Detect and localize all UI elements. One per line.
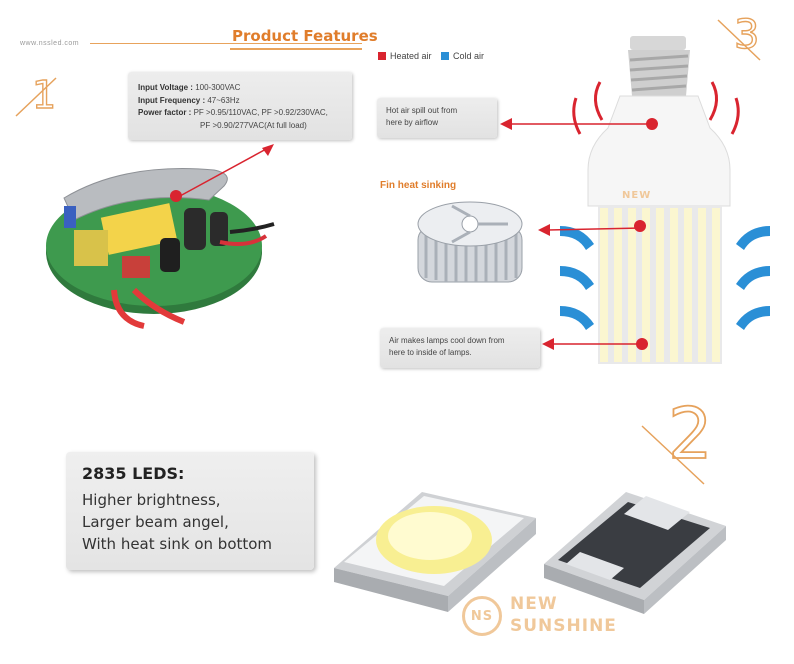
led-chip-back-image xyxy=(544,492,726,614)
brand-name-line1: NEW xyxy=(510,594,558,614)
step-three-icon: 3 xyxy=(717,11,761,61)
cool-air-arrow xyxy=(542,338,642,350)
pf-line1: PF >0.95/110VAC, PF >0.92/230VAC, xyxy=(193,108,328,117)
hot-air-arrow xyxy=(500,118,652,130)
step-three-digit: 3 xyxy=(734,12,759,58)
hot-air-line1: Hot air spill out from xyxy=(386,106,458,115)
leds-feature-box: 2835 LEDS: Higher brightness, Larger bea… xyxy=(66,452,314,570)
lamp-watermark: NEW xyxy=(622,190,652,201)
legend-cold: Cold air xyxy=(441,51,484,61)
hot-air-line2: here by airflow xyxy=(386,118,439,127)
header-underline xyxy=(230,48,362,50)
spec-pointer-arrow xyxy=(179,144,274,197)
page-title: Product Features xyxy=(232,27,378,45)
legend-cold-label: Cold air xyxy=(453,51,485,61)
site-url: www.nssled.com xyxy=(20,40,80,47)
step-one-digit: 1 xyxy=(32,73,56,117)
cool-air-callout: Air makes lamps cool down from here to i… xyxy=(380,328,540,368)
fin-heatsink-image xyxy=(417,201,523,283)
hot-air-callout: Hot air spill out from here by airflow xyxy=(377,98,497,138)
fin-heat-sinking-title: Fin heat sinking xyxy=(380,180,457,191)
legend-heated: Heated air xyxy=(378,51,432,61)
driver-board-image xyxy=(46,168,275,329)
brand-name-line2: SUNSHINE xyxy=(510,616,617,636)
step-two-digit: 2 xyxy=(668,393,713,475)
leds-line1: Higher brightness, xyxy=(82,491,221,509)
frequency-value: 47~63Hz xyxy=(207,95,240,105)
cold-swatch xyxy=(441,52,449,60)
corn-lamp-image xyxy=(560,36,770,364)
leds-line3: With heat sink on bottom xyxy=(82,535,273,553)
voltage-value: 100-300VAC xyxy=(195,83,241,92)
fin-arrow xyxy=(538,224,641,236)
cool-air-line1: Air makes lamps cool down from xyxy=(389,336,505,345)
heated-swatch xyxy=(378,52,386,60)
leds-heading: 2835 LEDS: xyxy=(82,464,185,483)
step-two-icon: 2 xyxy=(641,392,713,485)
led-chip-front-image xyxy=(334,492,536,612)
header-divider xyxy=(90,43,362,44)
cool-air-line2: here to inside of lamps. xyxy=(389,348,472,357)
voltage-label: Input Voltage : xyxy=(138,83,193,92)
pf-line2: PF >0.90/277VAC(At full load) xyxy=(200,120,307,130)
leds-line2: Larger beam angel, xyxy=(82,513,229,531)
brand-logo: NS xyxy=(462,596,502,636)
step-one-icon: 1 xyxy=(15,72,57,118)
pf-label: Power factor : xyxy=(138,108,192,117)
frequency-label: Input Frequency : xyxy=(138,95,206,105)
driver-spec-callout: Input Voltage : 100-300VAC Input Frequen… xyxy=(128,72,352,140)
legend-heated-label: Heated air xyxy=(390,51,432,61)
brand-logo-text: NS xyxy=(470,608,494,624)
